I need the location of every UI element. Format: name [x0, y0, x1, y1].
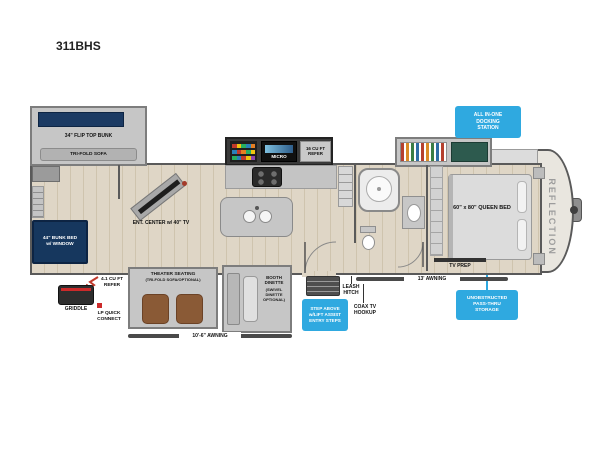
tv-prep-bar — [434, 258, 486, 262]
slide-dinette: BOOTH DINETTE (SWIVEL DINETTE OPTIONAL) — [222, 265, 292, 333]
theater-seat — [142, 294, 169, 324]
griddle-burner-icon — [61, 288, 91, 291]
nightstand — [533, 167, 545, 179]
bunk-ladder — [32, 186, 44, 218]
sink-bowl-icon — [243, 210, 256, 223]
brand-label: REFLECTION — [547, 178, 558, 256]
queen-bed: 60" x 80" QUEEN BED — [448, 174, 532, 260]
toilet-bowl-icon — [362, 235, 375, 250]
slide-bunk-sofa: 34" FLIP TOP BUNK TRI-FOLD SOFA — [30, 106, 147, 166]
nightstand — [533, 253, 545, 265]
dinette-table — [243, 276, 258, 322]
shower-drain-icon — [377, 187, 381, 191]
tv-prep-label: TV PREP — [449, 263, 471, 269]
leash-hitch-leader — [351, 276, 352, 284]
bed-footboard — [449, 175, 453, 259]
toilet-tank-icon — [360, 226, 376, 233]
bunkroom-cabinet — [32, 166, 60, 182]
entry-door-gap — [302, 271, 336, 277]
bath-vanity — [402, 196, 425, 229]
theater-seat — [176, 294, 203, 324]
sink-bowl-icon — [259, 210, 272, 223]
kitchen-upper-cabinets: MICRO 16 CU FT REFER — [225, 137, 333, 166]
pass-thru-text: UNOBSTRUCTED PASS-THRU STORAGE — [467, 295, 508, 314]
refer-41-label: 4.1 CU FT REFER — [100, 277, 124, 288]
kitchen-island — [220, 197, 293, 237]
dinette-bench — [227, 273, 240, 325]
bedroom-steps — [338, 166, 353, 207]
decor-icon — [182, 181, 187, 186]
entry-door-arc — [304, 241, 337, 274]
theater-label-line1: THEATER SEATING — [150, 272, 196, 277]
coax-leader — [363, 284, 364, 303]
toilet — [360, 226, 378, 252]
bath-sink-icon — [407, 204, 421, 222]
pantry-shelf-icon — [232, 150, 255, 154]
step-above-text: STEP ABOVE w/LIFT ASSIST ENTRY STEPS — [308, 306, 342, 323]
coax-label: COAX TV HOOKUP — [353, 304, 377, 316]
refer-16-label: 16 CU FT REFER — [305, 146, 326, 157]
kingpin-icon — [570, 206, 578, 214]
pantry-shelf-icon — [232, 144, 255, 148]
bathroom-wall-left — [354, 165, 356, 243]
slide-theater: THEATER SEATING (TRI-FOLD SOFA/OPTIONAL) — [128, 267, 218, 329]
microwave: MICRO — [261, 141, 297, 162]
queen-bed-label: 60" x 80" QUEEN BED — [453, 205, 511, 211]
micro-label: MICRO — [271, 153, 287, 159]
bedroom-closet-strip — [430, 166, 443, 256]
wardrobe-chest — [451, 142, 488, 162]
griddle-label: GRIDDLE — [64, 306, 88, 312]
docking-text: ALL IN-ONE DOCKING STATION — [473, 112, 503, 132]
entry-steps — [306, 276, 340, 296]
dinette-label: BOOTH DINETTE (SWIVEL DINETTE OPTIONAL) — [260, 275, 288, 302]
step-above-callout: STEP ABOVE w/LIFT ASSIST ENTRY STEPS — [302, 299, 348, 331]
pillow-icon — [517, 219, 527, 251]
tri-fold-sofa-label: TRI-FOLD SOFA — [70, 152, 107, 157]
slide-bedroom-wardrobe — [395, 137, 492, 167]
pantry — [230, 141, 257, 162]
docking-callout: ALL IN-ONE DOCKING STATION — [455, 106, 521, 138]
refrigerator-16: 16 CU FT REFER — [300, 141, 331, 162]
awning-13-label: 13' AWNING — [404, 275, 460, 284]
lp-connect-icon — [97, 303, 102, 308]
lp-connect-label: LP QUICK CONNECT — [97, 311, 121, 322]
dinette-label-line1: BOOTH DINETTE — [264, 275, 284, 285]
dinette-label-line2: (SWIVEL DINETTE OPTIONAL) — [263, 287, 285, 302]
theater-label: THEATER SEATING (TRI-FOLD SOFA/OPTIONAL) — [130, 272, 216, 282]
bunk-bed-label: 44" BUNK BED w/ WINDOW — [42, 236, 78, 247]
flip-top-bunk-label: 34" FLIP TOP BUNK — [64, 133, 113, 139]
bunk-bed-44: 44" BUNK BED w/ WINDOW — [32, 220, 88, 264]
tri-fold-sofa: TRI-FOLD SOFA — [40, 148, 137, 161]
model-title: 311BHS — [56, 39, 101, 53]
faucet-icon — [255, 206, 259, 210]
bunk-window — [38, 112, 124, 127]
bathroom-wall-right — [426, 165, 428, 271]
pillow-icon — [517, 181, 527, 213]
leash-hitch-label: LEASH HITCH — [342, 284, 360, 296]
bunkroom-wall — [118, 165, 120, 199]
theater-label-line2: (TRI-FOLD SOFA/OPTIONAL) — [145, 277, 201, 282]
stove-cooktop — [252, 167, 282, 187]
pantry-shelf-icon — [232, 156, 255, 160]
wardrobe-clothes — [400, 142, 447, 162]
awning-10-label: 10'-6" AWNING — [179, 332, 241, 341]
pass-thru-leader — [486, 275, 488, 290]
bathroom-door-arc — [397, 241, 424, 268]
pass-thru-callout: UNOBSTRUCTED PASS-THRU STORAGE — [456, 290, 518, 320]
shower — [358, 168, 400, 212]
microwave-screen — [265, 145, 293, 153]
griddle — [58, 285, 94, 305]
ent-center-label: ENT. CENTER w/ 40" TV — [132, 220, 190, 226]
